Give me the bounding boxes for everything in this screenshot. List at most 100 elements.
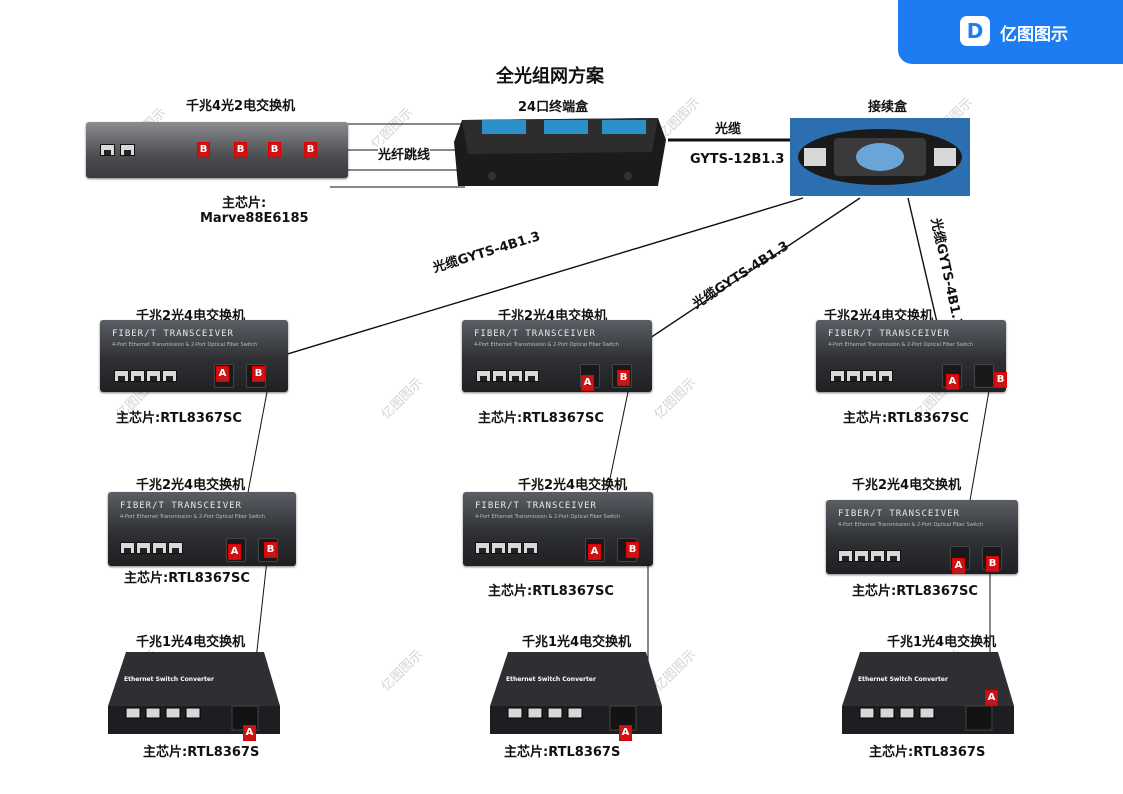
rj45-port-icon [162, 370, 177, 382]
rj45-port-icon [523, 542, 538, 554]
rj45-port-icon [508, 370, 523, 382]
rj45-port-icon [870, 550, 885, 562]
switch-name: 千兆2光4电交换机 [852, 478, 962, 493]
rj45-port-icon [168, 542, 183, 554]
top-switch-name: 千兆4光2电交换机 [186, 99, 296, 114]
switch-device: FIBER/T TRANSCEIVER 4-Port Ethernet Tran… [100, 320, 288, 392]
rj45-port-icon [476, 370, 491, 382]
converter-device [490, 652, 662, 734]
terminal-box-name: 24口终端盒 [518, 100, 589, 115]
port-marker: A [619, 725, 632, 741]
port-marker: B [986, 556, 999, 572]
brand-name: 亿图图示 [1000, 25, 1068, 45]
port-marker: B [994, 372, 1007, 388]
rj45-port-icon [491, 542, 506, 554]
port-marker: B [626, 542, 639, 558]
rj45-port-icon [507, 542, 522, 554]
switch-device: FIBER/T TRANSCEIVER 4-Port Ethernet Tran… [816, 320, 1007, 392]
device-sub-text: 4-Port Ethernet Transmission & 2-Port Op… [475, 514, 621, 520]
rj45-port-icon [120, 542, 135, 554]
diagram-title: 全光组网方案 [496, 66, 604, 87]
top-switch-port: B [234, 142, 247, 158]
rj45-port-icon [475, 542, 490, 554]
switch-name: 千兆1光4电交换机 [887, 635, 997, 650]
switch-device: FIBER/T TRANSCEIVER 4-Port Ethernet Tran… [826, 500, 1018, 574]
switch-name: 千兆1光4电交换机 [522, 635, 632, 650]
port-marker: A [985, 690, 998, 706]
device-brand-text: FIBER/T TRANSCEIVER [475, 501, 597, 511]
switch-chip: 主芯片:RTL8367SC [478, 411, 604, 426]
edraw-logo-icon: D [960, 16, 990, 46]
switch-chip: 主芯片:RTL8367SC [852, 584, 978, 599]
port-marker: A [952, 558, 965, 574]
device-brand-text: FIBER/T TRANSCEIVER [112, 329, 234, 339]
rj45-port-icon [114, 370, 129, 382]
rj45-port-icon [130, 370, 145, 382]
switch-name: 千兆1光4电交换机 [136, 635, 246, 650]
port-marker: A [581, 375, 594, 391]
rj45-port-icon [886, 550, 901, 562]
rj45-port-icon [492, 370, 507, 382]
fiber-port-icon [974, 364, 994, 388]
rj45-port-icon [878, 370, 893, 382]
rj45-port-icon [838, 550, 853, 562]
port-marker: A [946, 374, 959, 390]
top-switch-port: B [304, 142, 317, 158]
device-brand-text: FIBER/T TRANSCEIVER [474, 329, 596, 339]
top-switch-device: B B B B [86, 122, 348, 178]
switch-chip: 主芯片:RTL8367SC [843, 411, 969, 426]
rj45-port-icon [854, 550, 869, 562]
switch-chip: 主芯片:RTL8367S [143, 745, 260, 760]
splice-box-device [790, 118, 970, 196]
main-cable-model: GYTS-12B1.3 [690, 152, 785, 167]
rj45-port-icon [862, 370, 877, 382]
splice-box-name: 接续盒 [868, 100, 908, 115]
rj45-port-icon [524, 370, 539, 382]
switch-chip: 主芯片:RTL8367S [869, 745, 986, 760]
converter-device [108, 652, 280, 734]
converter-device [842, 652, 1014, 734]
top-switch-chip: Marve88E6185 [200, 211, 309, 226]
converter-text: Ethernet Switch Converter [858, 676, 948, 683]
port-marker: B [264, 542, 277, 558]
device-sub-text: 4-Port Ethernet Transmission & 2-Port Op… [838, 522, 984, 528]
top-switch-port: B [268, 142, 281, 158]
rj45-port-icon [136, 542, 151, 554]
switch-device: FIBER/T TRANSCEIVER 4-Port Ethernet Tran… [108, 492, 296, 566]
switch-device: FIBER/T TRANSCEIVER 4-Port Ethernet Tran… [462, 320, 652, 392]
device-sub-text: 4-Port Ethernet Transmission & 2-Port Op… [112, 342, 258, 348]
port-marker: A [588, 544, 601, 560]
device-sub-text: 4-Port Ethernet Transmission & 2-Port Op… [120, 514, 266, 520]
top-switch-chip-label: 主芯片: [222, 196, 267, 211]
device-brand-text: FIBER/T TRANSCEIVER [120, 501, 242, 511]
branch-cable-line [227, 197, 804, 373]
patch-cord-label: 光纤跳线 [378, 144, 431, 163]
device-sub-text: 4-Port Ethernet Transmission & 2-Port Op… [474, 342, 620, 348]
rj45-port-icon [846, 370, 861, 382]
converter-text: Ethernet Switch Converter [124, 676, 214, 683]
switch-name: 千兆2光4电交换机 [136, 478, 246, 493]
port-marker: A [216, 366, 229, 382]
port-marker: B [252, 366, 265, 382]
port-marker: B [617, 370, 630, 386]
device-brand-text: FIBER/T TRANSCEIVER [838, 509, 960, 519]
port-marker: A [228, 544, 241, 560]
top-switch-port: B [197, 142, 210, 158]
converter-text: Ethernet Switch Converter [506, 676, 596, 683]
main-cable-label: 光缆 [715, 122, 742, 137]
rj45-port-icon [146, 370, 161, 382]
rj45-port-icon [152, 542, 167, 554]
device-brand-text: FIBER/T TRANSCEIVER [828, 329, 950, 339]
rj45-port-icon [120, 144, 135, 156]
switch-device: FIBER/T TRANSCEIVER 4-Port Ethernet Tran… [463, 492, 653, 566]
rj45-port-icon [100, 144, 115, 156]
rj45-port-icon [830, 370, 845, 382]
switch-chip: 主芯片:RTL8367SC [488, 584, 614, 599]
terminal-box-device [454, 118, 666, 186]
port-marker: A [243, 725, 256, 741]
switch-chip: 主芯片:RTL8367SC [116, 411, 242, 426]
switch-chip: 主芯片:RTL8367SC [124, 571, 250, 586]
brand-tab: D 亿图图示 [898, 0, 1123, 64]
switch-chip: 主芯片:RTL8367S [504, 745, 621, 760]
switch-name: 千兆2光4电交换机 [518, 478, 628, 493]
